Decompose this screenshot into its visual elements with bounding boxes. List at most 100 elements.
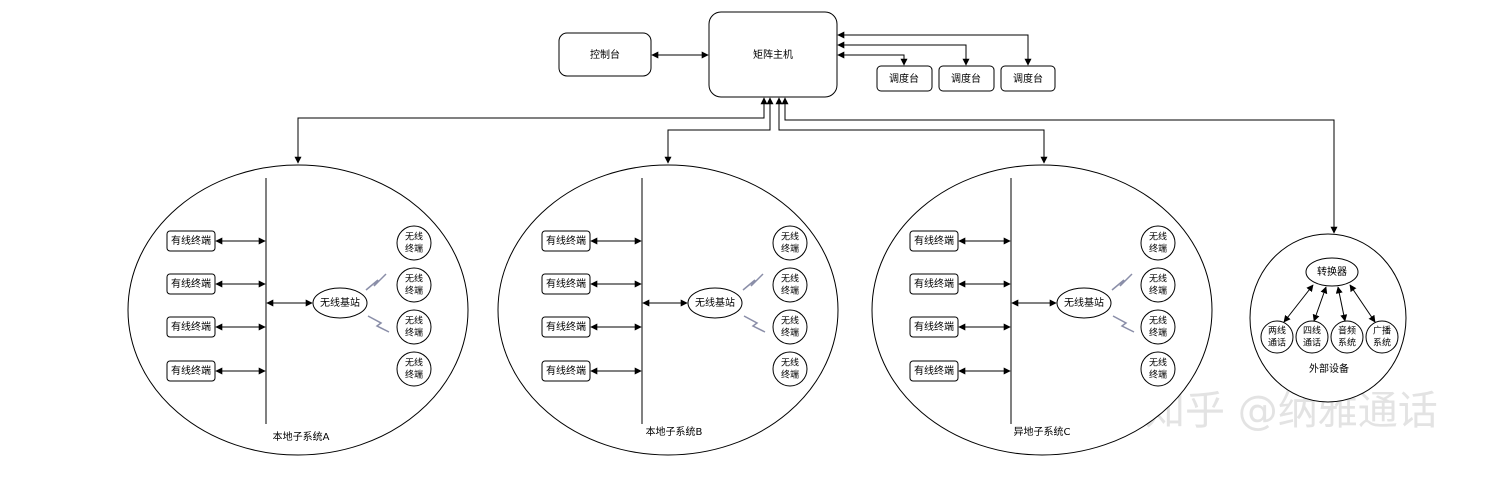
wired-terminal-c1 [909, 230, 959, 252]
wireless-terminal-b1-line2: 终端 [781, 243, 799, 255]
wired-terminal-c4 [909, 360, 959, 382]
base-station-b-label: 无线基站 [695, 296, 735, 309]
watermark: 知乎 @纳雅通话 [1145, 388, 1438, 434]
wireless-terminal-c1-line1: 无线 [1149, 231, 1167, 243]
wireless-terminal-a2-line2: 终端 [405, 285, 423, 297]
wireless-terminal-c4-line2: 终端 [1149, 369, 1167, 381]
wired-terminal-b1-label: 有线终端 [546, 234, 586, 247]
wired-terminal-a4 [166, 360, 216, 382]
wireless-signal-icon [367, 315, 390, 333]
wireless-terminal-c4 [1140, 351, 1176, 387]
converter-link-2 [1312, 286, 1328, 322]
external-title: 外部设备 [1309, 362, 1349, 375]
wired-terminal-a2 [166, 273, 216, 295]
external-device-1-line1: 两线 [1268, 325, 1286, 337]
wireless-terminal-c2-line1: 无线 [1149, 273, 1167, 285]
wired-terminal-a2-label: 有线终端 [171, 277, 211, 290]
external-devices: 转换器 两线 通话 四线 通话 音频 系统 广播 系统 外部设备 [1249, 233, 1407, 403]
wireless-terminal-b4-line2: 终端 [781, 369, 799, 381]
dispatch-label-3: 调度台 [1013, 72, 1043, 85]
wireless-terminal-a3 [396, 309, 432, 345]
wired-terminal-b3-label: 有线终端 [546, 320, 586, 333]
wireless-terminal-c3 [1140, 309, 1176, 345]
wired-terminal-b4-label: 有线终端 [546, 364, 586, 377]
wireless-terminal-c2-line2: 终端 [1149, 285, 1167, 297]
dispatch-box-1 [876, 65, 933, 92]
converter-node [1305, 257, 1359, 287]
subsystem-c-title: 异地子系统C [1014, 425, 1071, 438]
external-device-4-line1: 广播 [1373, 325, 1391, 337]
base-station-c-label: 无线基站 [1064, 296, 1104, 309]
wired-terminal-c3-label: 有线终端 [914, 320, 954, 333]
subsystem-a-title: 本地子系统A [273, 430, 330, 443]
converter-link-1 [1283, 284, 1314, 323]
matrix-host-box [708, 11, 838, 98]
wired-terminal-a4-label: 有线终端 [171, 364, 211, 377]
console-label: 控制台 [590, 48, 620, 61]
wireless-terminal-a1 [396, 225, 432, 261]
wired-terminal-c1-label: 有线终端 [914, 234, 954, 247]
external-device-1 [1260, 320, 1294, 354]
external-device-3-line1: 音频 [1338, 325, 1356, 337]
wireless-terminal-b2 [772, 267, 808, 303]
top-section: 控制台 矩阵主机 调度台 调度台 调度台 [294, 11, 1338, 234]
host-dispatch-link-1 [837, 51, 908, 66]
wireless-terminal-b2-line1: 无线 [781, 273, 799, 285]
wireless-terminal-a4-line2: 终端 [405, 369, 423, 381]
wireless-terminal-a3-line2: 终端 [405, 327, 423, 339]
wireless-terminal-c3-line2: 终端 [1149, 327, 1167, 339]
wireless-signal-icon [1111, 273, 1133, 291]
converter-link-4 [1349, 284, 1376, 323]
wired-terminal-c2-label: 有线终端 [914, 277, 954, 290]
wireless-terminal-a4-line1: 无线 [405, 357, 423, 369]
wireless-terminal-c2 [1140, 267, 1176, 303]
external-device-1-line2: 通话 [1268, 337, 1286, 349]
wired-terminal-a1-label: 有线终端 [171, 234, 211, 247]
wired-terminal-c3 [909, 316, 959, 338]
host-external-link [781, 97, 1338, 234]
wireless-signal-icon [365, 273, 387, 291]
dispatch-label-1: 调度台 [889, 72, 919, 85]
console-box [558, 32, 652, 77]
wireless-terminal-a1-line2: 终端 [405, 243, 423, 255]
wired-terminal-a1 [166, 230, 216, 252]
wired-terminal-c4-label: 有线终端 [914, 364, 954, 377]
wireless-terminal-a2-line1: 无线 [405, 273, 423, 285]
wired-terminal-b2-label: 有线终端 [546, 277, 586, 290]
wireless-terminal-b2-line2: 终端 [781, 285, 799, 297]
wireless-signal-icon [742, 273, 764, 291]
converter-link-3 [1335, 286, 1348, 322]
wireless-terminal-b3 [772, 309, 808, 345]
wireless-terminal-b3-line2: 终端 [781, 327, 799, 339]
wireless-terminal-a1-line1: 无线 [405, 231, 423, 243]
wireless-terminal-c1 [1140, 225, 1176, 261]
wireless-signal-icon [1112, 315, 1135, 333]
dispatch-box-3 [1000, 65, 1056, 92]
external-device-2-line2: 通话 [1303, 337, 1321, 349]
wireless-terminal-b4-line1: 无线 [781, 357, 799, 369]
wireless-terminal-c4-line1: 无线 [1149, 357, 1167, 369]
matrix-host-label: 矩阵主机 [753, 48, 793, 61]
wired-terminal-c2 [909, 273, 959, 295]
wireless-terminal-b1-line1: 无线 [781, 231, 799, 243]
host-dispatch-link-3 [837, 31, 1032, 66]
wired-terminal-b1 [541, 230, 591, 252]
wireless-terminal-b1 [772, 225, 808, 261]
external-ellipse [1249, 233, 1407, 403]
converter-label: 转换器 [1317, 265, 1347, 278]
host-subsystem-c-link [775, 97, 1048, 164]
wireless-terminal-a3-line1: 无线 [405, 315, 423, 327]
host-subsystem-b-link [664, 97, 774, 164]
subsystem-a: 有线终端 有线终端 有线终端 有线终端 无线基站 无线 终端 无线 终端 无线 … [127, 164, 469, 456]
wireless-terminal-b3-line1: 无线 [781, 315, 799, 327]
external-device-4-line2: 系统 [1373, 337, 1391, 349]
wired-terminal-a3 [166, 316, 216, 338]
external-device-4 [1365, 320, 1399, 354]
wired-terminal-b3 [541, 316, 591, 338]
dispatch-label-2: 调度台 [951, 72, 981, 85]
base-station-c [1056, 287, 1112, 319]
subsystem-c: 有线终端 有线终端 有线终端 有线终端 无线基站 无线 终端 无线 终端 无线 … [871, 164, 1213, 456]
base-station-a-label: 无线基站 [320, 296, 360, 309]
wired-terminal-a3-label: 有线终端 [171, 320, 211, 333]
